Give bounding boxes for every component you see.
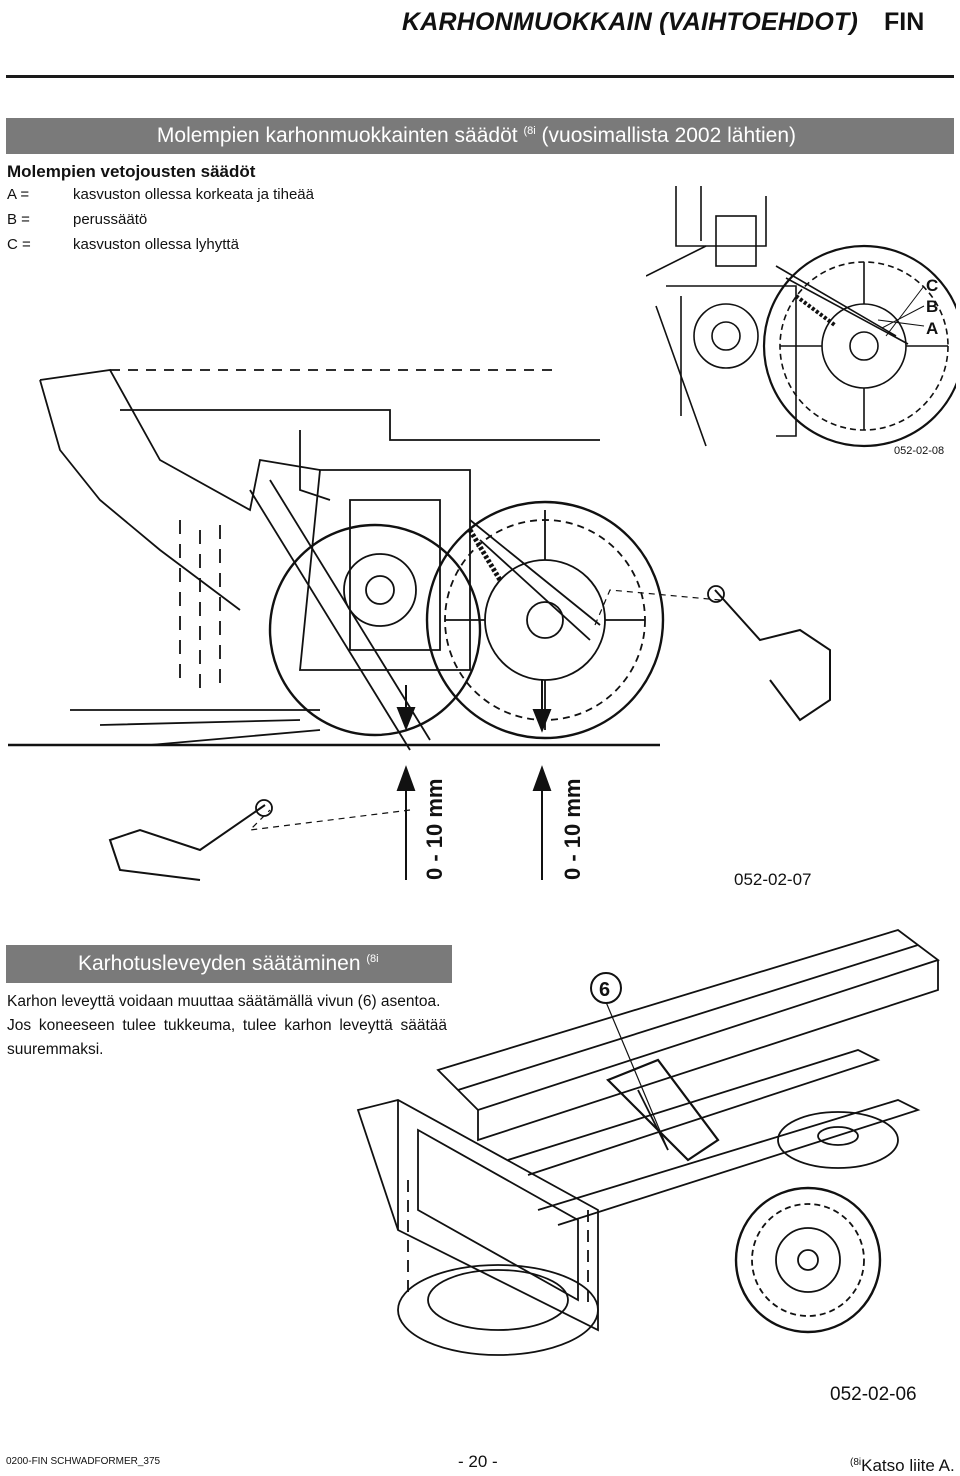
appendix-note-text: Katso liite A. <box>861 1456 955 1475</box>
measure-left-label: 0 - 10 mm <box>422 779 447 881</box>
header-rule <box>6 75 954 78</box>
callout-6 <box>590 972 622 1004</box>
spring-settings-heading: Molempien vetojousten säädöt <box>7 162 256 181</box>
position-label-b: B <box>926 297 938 316</box>
section-bar-title: Molempien karhonmuokkainten säädöt (8i (… <box>157 124 796 148</box>
figure-code: 052-02-08 <box>894 445 944 457</box>
setting-value: kasvuston ollessa korkeata ja tiheää <box>73 186 314 203</box>
appendix-note: (8iKatso liite A. <box>850 1456 955 1476</box>
page-number: - 20 - <box>458 1452 498 1471</box>
setting-value: kasvuston ollessa lyhyttä <box>73 236 239 253</box>
figure-code: 052-02-07 <box>734 870 812 889</box>
footnote-ref: (8i <box>523 125 536 137</box>
swath-width-lever-figure: 6 052-02-06 <box>356 929 940 1405</box>
measure-right-label: 0 - 10 mm <box>560 779 585 881</box>
setting-value: perussäätö <box>73 211 148 228</box>
position-label-a: A <box>926 319 938 338</box>
language-code: FIN <box>884 8 925 36</box>
figure-code: 052-02-06 <box>830 1384 917 1405</box>
footnote-ref: (8i <box>850 1457 862 1468</box>
spring-adjustment-figure: C B A 052-02-08 <box>646 186 956 457</box>
height-adjustment-figure: 0 - 10 mm 0 - 10 mm 052-02-07 <box>8 369 831 889</box>
section-bar-swath-width: Karhotusleveyden säätäminen (8i <box>6 945 452 983</box>
section-title-suffix: (vuosimallista 2002 lähtien) <box>541 124 796 147</box>
footnote-ref: (8i <box>366 953 379 965</box>
section-bar-spring-settings: Molempien karhonmuokkainten säädöt (8i (… <box>6 118 954 154</box>
section-title: Molempien karhonmuokkainten säädöt <box>156 124 518 147</box>
setting-key: C = <box>7 236 31 253</box>
swath-width-paragraph-2: Jos koneeseen tulee tukkeuma, tulee karh… <box>7 1017 447 1058</box>
section-title: Karhotusleveyden säätäminen <box>78 952 361 975</box>
section-bar-title: Karhotusleveyden säätäminen (8i <box>78 952 379 976</box>
position-label-c: C <box>926 276 938 295</box>
callout-number: 6 <box>599 979 610 1001</box>
setting-key: A = <box>7 186 30 203</box>
page-title: KARHONMUOKKAIN (VAIHTOEHDOT) <box>402 8 859 36</box>
swath-width-paragraph-1: Karhon leveyttä voidaan muuttaa säätämäl… <box>7 993 441 1010</box>
document-code: 0200-FIN SCHWADFORMER_375 <box>6 1456 161 1467</box>
setting-key: B = <box>7 211 30 228</box>
